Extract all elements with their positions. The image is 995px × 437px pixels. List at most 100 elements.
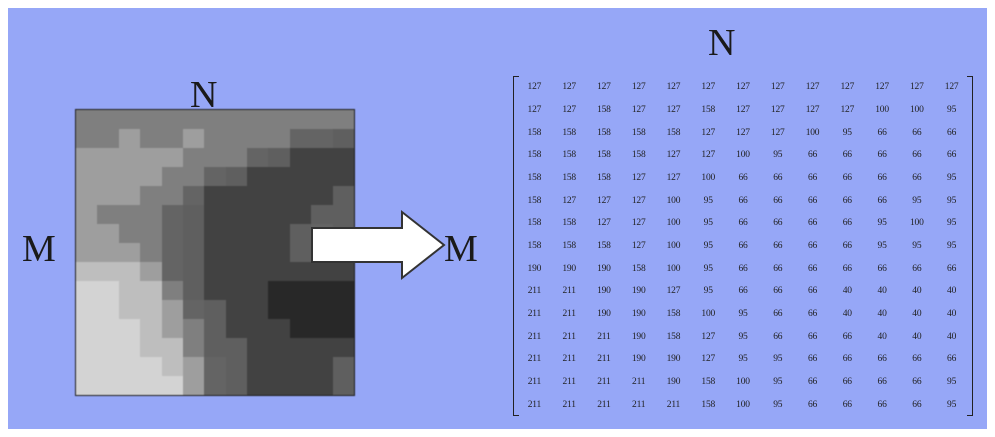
pixel: [140, 148, 162, 167]
matrix-cell: 158: [597, 127, 611, 138]
pixel: [118, 300, 141, 319]
pixel: [161, 300, 183, 319]
pixel: [247, 319, 269, 338]
pixel: [289, 300, 312, 319]
matrix-cell: 127: [736, 82, 750, 93]
pixel: [161, 243, 183, 262]
pixel: [182, 186, 205, 205]
pixel: [289, 281, 312, 300]
pixel: [204, 262, 226, 281]
matrix-cell: 95: [703, 240, 713, 251]
pixel: [247, 300, 269, 319]
pixel: [182, 338, 205, 357]
matrix-cell: 100: [875, 104, 889, 115]
matrix-cell: 66: [877, 127, 887, 138]
matrix-cell: 66: [842, 240, 852, 251]
pixel: [225, 224, 248, 243]
pixel: [76, 376, 98, 395]
matrix-cell: 127: [597, 218, 611, 229]
pixel: [311, 376, 333, 395]
pixel: [268, 319, 290, 338]
matrix-cell: 211: [597, 354, 611, 365]
pixel: [140, 338, 162, 357]
matrix-cell: 66: [947, 150, 957, 161]
pixel: [311, 300, 333, 319]
matrix-cell: 40: [842, 286, 852, 297]
pixel: [225, 300, 248, 319]
matrix-cell: 190: [597, 308, 611, 319]
matrix-cell: 95: [738, 308, 748, 319]
matrix-cell: 158: [562, 240, 576, 251]
pixel: [247, 129, 269, 148]
pixel: [76, 243, 98, 262]
matrix-cell: 158: [527, 150, 542, 161]
pixel: [289, 338, 312, 357]
matrix-cell: 127: [666, 104, 681, 115]
pixel: [182, 281, 205, 300]
pixel: [225, 319, 248, 338]
matrix-cell: 100: [910, 218, 924, 229]
pixel: [118, 167, 141, 186]
pixel: [247, 357, 269, 376]
matrix-cell: 190: [597, 263, 611, 274]
matrix-cell: 211: [666, 399, 681, 410]
pixel: [225, 205, 248, 224]
matrix-cell: 127: [562, 82, 576, 93]
pixel: [289, 243, 312, 262]
matrix-cell: 95: [773, 376, 783, 387]
matrix-cell: 127: [631, 82, 646, 93]
matrix-cell: 66: [773, 286, 783, 297]
matrix-cell: 190: [597, 286, 611, 297]
matrix-cell: 100: [701, 308, 716, 319]
matrix-cell: 66: [842, 218, 852, 229]
matrix-cell: 95: [773, 399, 783, 410]
matrix-cell: 66: [842, 150, 852, 161]
pixel: [332, 110, 354, 129]
pixel: [140, 281, 162, 300]
matrix-right-bracket: [967, 76, 973, 416]
matrix-cell: 40: [947, 331, 957, 342]
matrix-cell: 66: [807, 354, 818, 365]
matrix-cell: 127: [910, 82, 924, 93]
matrix-cell: 66: [773, 331, 783, 342]
matrix-cell: 190: [631, 331, 646, 342]
matrix-cell: 95: [703, 218, 713, 229]
matrix-cell: 158: [527, 172, 542, 183]
pixel: [204, 300, 226, 319]
matrix-cell: 127: [736, 127, 750, 138]
pixel: [204, 319, 226, 338]
matrix-cell: 95: [947, 218, 957, 229]
pixel: [247, 205, 269, 224]
pixel: [247, 243, 269, 262]
pixel: [76, 262, 98, 281]
matrix-cell: 127: [527, 104, 542, 115]
matrix-cell: 211: [562, 286, 576, 297]
pixel: [332, 205, 354, 224]
right-arrow-icon: [311, 209, 446, 281]
matrix-cell: 158: [666, 127, 681, 138]
pixel: [332, 167, 354, 186]
matrix-cell: 66: [738, 286, 748, 297]
matrix-cell: 40: [912, 308, 922, 319]
pixel: [268, 300, 290, 319]
matrix-cell: 100: [805, 127, 820, 138]
pixel: [332, 262, 354, 281]
pixel: [97, 376, 119, 395]
pixel: [225, 129, 248, 148]
pixel: [289, 376, 312, 395]
matrix-cell: 95: [842, 127, 852, 138]
pixel: [289, 148, 312, 167]
matrix-cell: 158: [631, 263, 646, 274]
matrix-cell: 66: [912, 263, 922, 274]
matrix-cell: 127: [631, 240, 646, 251]
matrix-cell: 211: [562, 331, 576, 342]
pixel: [332, 376, 354, 395]
pixel: [118, 129, 141, 148]
matrix-cell: 127: [840, 82, 855, 93]
matrix-cell: 95: [947, 195, 957, 206]
matrix-cell: 158: [562, 172, 576, 183]
pixel: [204, 110, 226, 129]
pixel: [97, 281, 119, 300]
matrix-cell: 66: [842, 376, 852, 387]
